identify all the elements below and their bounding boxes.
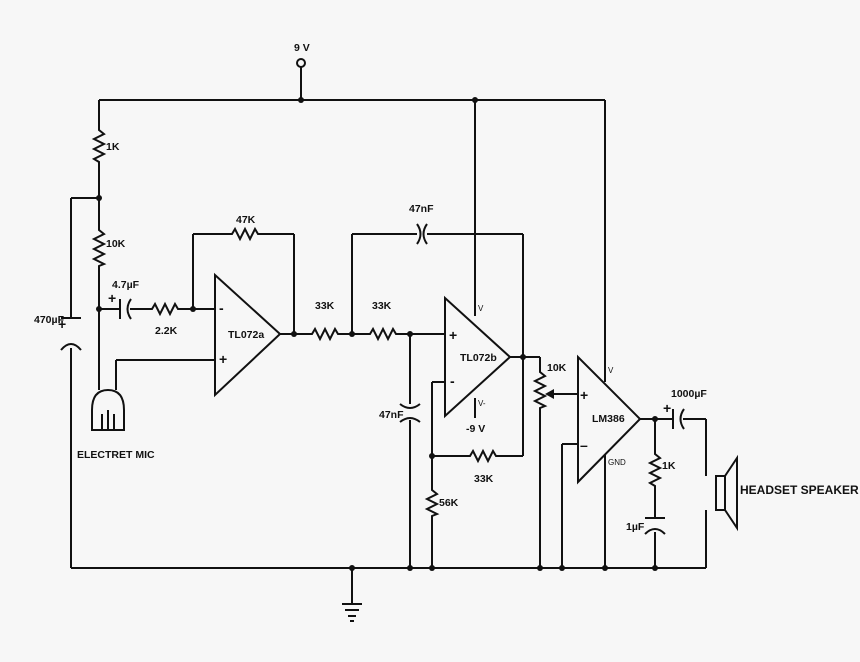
capacitor-47nf-ground: 47nF bbox=[379, 403, 421, 423]
capacitor-4-7uf-label: 4.7µF bbox=[112, 279, 140, 291]
resistor-1k-top: 1K bbox=[91, 126, 120, 166]
lm386-plus: + bbox=[580, 387, 588, 403]
resistor-56k: 56K bbox=[424, 486, 459, 518]
speaker-label: HEADSET SPEAKER bbox=[740, 483, 859, 497]
resistor-10k-bias-label: 10K bbox=[106, 238, 126, 250]
wires bbox=[70, 67, 707, 604]
capacitor-1000uf-label: 1000µF bbox=[671, 388, 707, 400]
resistor-33k-feedback: 33K bbox=[466, 448, 498, 485]
resistor-47k: 47K bbox=[228, 214, 260, 242]
resistor-2-2k: 2.2K bbox=[148, 301, 180, 337]
capacitor-47nf-ground-label: 47nF bbox=[379, 409, 404, 421]
positive-supply-terminal: 9 V bbox=[294, 42, 310, 68]
resistor-10k-bias: 10K bbox=[91, 226, 126, 270]
resistor-56k-label: 56K bbox=[439, 497, 459, 509]
resistor-33k-b-label: 33K bbox=[372, 300, 392, 312]
resistor-1k-output: 1K bbox=[647, 450, 676, 490]
tl072a-plus: + bbox=[219, 351, 227, 367]
resistor-2-2k-label: 2.2K bbox=[155, 325, 178, 337]
resistor-33k-a: 33K bbox=[308, 300, 340, 342]
negative-supply-label: -9 V bbox=[466, 423, 485, 435]
tl072a-label: TL072a bbox=[228, 329, 264, 341]
opamp-tl072a: - + TL072a bbox=[214, 272, 282, 398]
resistor-1k-top-label: 1K bbox=[106, 141, 120, 153]
capacitor-4-7uf: + 4.7µF bbox=[108, 279, 140, 320]
supply-label: 9 V bbox=[294, 42, 310, 54]
capacitor-1uf-label: 1µF bbox=[626, 521, 645, 533]
resistor-33k-a-label: 33K bbox=[315, 300, 335, 312]
ground-symbol bbox=[342, 603, 362, 622]
tl072b-minus: - bbox=[450, 373, 455, 389]
junction-dots bbox=[96, 97, 658, 571]
amplifier-lm386: + – LM386 V GND bbox=[577, 354, 642, 485]
lm386-gnd-pin: GND bbox=[608, 458, 626, 467]
resistor-33k-b: 33K bbox=[366, 300, 398, 342]
capacitor-470uf-label: 470µF bbox=[34, 314, 65, 326]
headset-speaker: HEADSET SPEAKER bbox=[715, 454, 859, 532]
lm386-label: LM386 bbox=[592, 413, 625, 425]
tl072b-plus: + bbox=[449, 327, 457, 343]
electret-mic: ELECTRET MIC bbox=[77, 388, 155, 461]
capacitor-470uf-plus: + bbox=[58, 316, 66, 332]
tl072b-label: TL072b bbox=[460, 352, 497, 364]
tl072b-vplus-pin: V bbox=[478, 304, 484, 313]
potentiometer-10k-label: 10K bbox=[547, 362, 567, 374]
lm386-v-pin: V bbox=[608, 366, 614, 375]
capacitor-1uf: 1µF bbox=[626, 517, 666, 535]
tl072b-vminus-pin: V- bbox=[478, 399, 486, 408]
potentiometer-10k: 10K bbox=[532, 362, 567, 412]
capacitor-47nf-feedback-label: 47nF bbox=[409, 203, 434, 215]
capacitor-1000uf-plus: + bbox=[663, 400, 671, 416]
tl072a-minus: - bbox=[219, 300, 224, 316]
capacitor-470uf: + 470µF bbox=[34, 314, 82, 351]
capacitor-1000uf: + 1000µF bbox=[663, 388, 707, 430]
lm386-minus: – bbox=[580, 437, 588, 453]
capacitor-47nf-feedback: 47nF bbox=[409, 203, 434, 245]
resistor-33k-feedback-label: 33K bbox=[474, 473, 494, 485]
opamp-tl072b: + - TL072b V V- -9 V bbox=[444, 295, 512, 435]
resistor-47k-label: 47K bbox=[236, 214, 256, 226]
capacitor-4-7uf-plus: + bbox=[108, 290, 116, 306]
resistor-1k-output-label: 1K bbox=[662, 460, 676, 472]
mic-label: ELECTRET MIC bbox=[77, 449, 155, 461]
